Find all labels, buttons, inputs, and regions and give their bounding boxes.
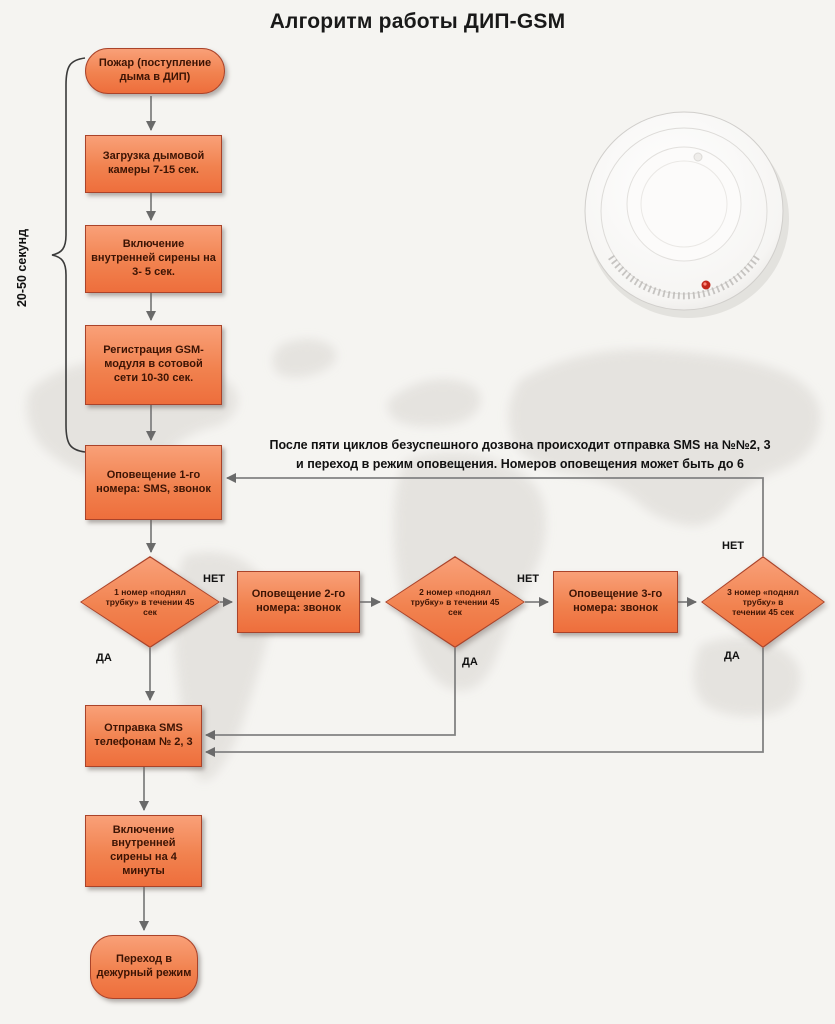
node-siren-3-5-label: Включение внутренней сирены на 3- 5 сек.: [91, 238, 216, 278]
arrow-decision2-yes: [205, 648, 456, 740]
node-decision-3-label: 3 номер «поднял трубку» в течении 45 сек: [727, 586, 799, 618]
node-gsm-registration: Регистрация GSM-модуля в сотовой сети 10…: [85, 325, 222, 405]
node-notify-1: Оповещение 1-го номера: SMS, звонок: [85, 445, 222, 520]
node-decision-1: 1 номер «поднял трубку» в течении 45 сек: [80, 556, 220, 648]
node-start-fire: Пожар (поступление дыма в ДИП): [85, 48, 225, 94]
node-load-chamber: Загрузка дымовой камеры 7-15 сек.: [85, 135, 222, 193]
node-notify-3: Оповещение 3-го номера: звонок: [553, 571, 678, 633]
label-no-2: НЕТ: [517, 573, 539, 585]
timing-brace: [51, 57, 86, 453]
label-yes-3: ДА: [724, 650, 740, 662]
annotation-line-1: После пяти циклов безуспешного дозвона п…: [269, 438, 771, 452]
node-end-standby-label: Переход в дежурный режим: [96, 953, 192, 979]
node-decision-2: 2 номер «поднял трубку» в течении 45 сек: [385, 556, 525, 648]
node-siren-4min: Включение внутренней сирены на 4 минуты: [85, 815, 202, 887]
detector-vent-hole: [693, 152, 703, 162]
node-send-sms-label: Отправка SMS телефонам № 2, 3: [94, 722, 193, 748]
node-siren-3-5: Включение внутренней сирены на 3- 5 сек.: [85, 225, 222, 293]
node-notify-2: Оповещение 2-го номера: звонок: [237, 571, 360, 633]
page-title: Алгоритм работы ДИП-GSM: [269, 10, 566, 33]
node-gsm-registration-label: Регистрация GSM-модуля в сотовой сети 10…: [103, 344, 204, 384]
node-start-fire-label: Пожар (поступление дыма в ДИП): [98, 57, 212, 83]
arrow-decision3-yes: [205, 648, 764, 757]
label-no-3: НЕТ: [722, 540, 744, 552]
node-load-chamber-label: Загрузка дымовой камеры 7-15 сек.: [102, 150, 205, 176]
node-decision-2-label: 2 номер «поднял трубку» в течении 45 сек: [410, 586, 500, 618]
node-send-sms: Отправка SMS телефонам № 2, 3: [85, 705, 202, 767]
annotation-line-2: и переход в режим оповещения. Номеров оп…: [296, 456, 744, 471]
label-yes-1: ДА: [96, 652, 112, 664]
node-siren-4min-label: Включение внутренней сирены на 4 минуты: [110, 823, 177, 877]
arrow-decision3-no-loopback: [226, 473, 764, 556]
detector-cap: [626, 146, 742, 262]
label-yes-2: ДА: [462, 656, 478, 668]
node-notify-2-label: Оповещение 2-го номера: звонок: [251, 588, 346, 614]
node-decision-1-label: 1 номер «поднял трубку» в течении 45 сек: [105, 586, 195, 618]
node-notify-1-label: Оповещение 1-го номера: SMS, звонок: [96, 468, 211, 495]
detector-grille: [608, 255, 760, 300]
node-notify-3-label: Оповещение 3-го номера: звонок: [568, 588, 663, 614]
label-no-1: НЕТ: [203, 573, 225, 585]
node-end-standby: Переход в дежурный режим: [90, 935, 198, 999]
smoke-detector-image: [584, 111, 789, 318]
node-decision-3: 3 номер «поднял трубку» в течении 45 сек: [701, 556, 825, 648]
timing-brace-label: 20-50 секунд: [15, 228, 29, 308]
loopback-annotation: После пяти циклов безуспешного дозвона п…: [228, 436, 812, 474]
